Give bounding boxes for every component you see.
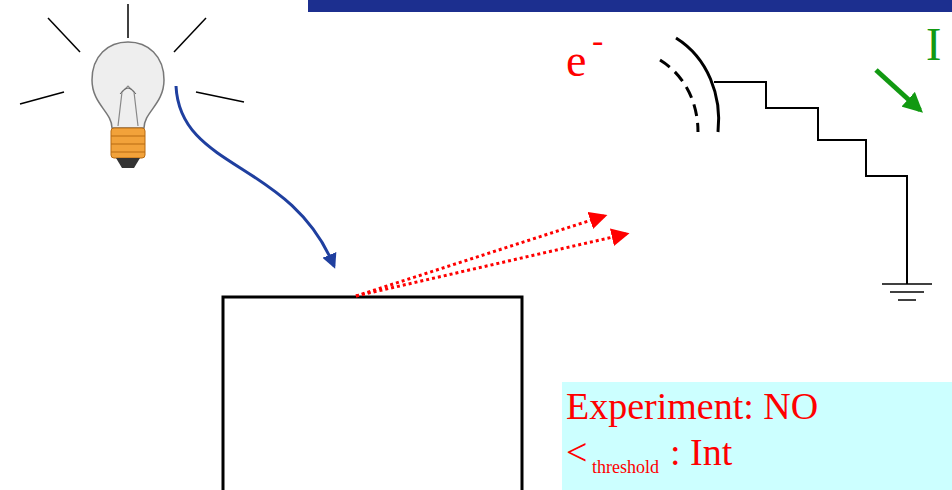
- charge-superscript: -: [592, 22, 603, 59]
- ground-symbol: [882, 284, 932, 300]
- note-text: : Int: [670, 432, 732, 474]
- light-bulb: [92, 42, 164, 168]
- note-subscript: threshold: [592, 458, 659, 478]
- header-bar: [308, 0, 952, 12]
- note-symbol: <: [566, 432, 587, 474]
- electron-symbol: e: [566, 36, 586, 87]
- wire: [714, 82, 907, 284]
- current-arrow: [876, 70, 920, 110]
- metal-block: [223, 297, 522, 490]
- note-heading: Experiment: NO: [566, 386, 818, 428]
- electron-path: [356, 216, 626, 296]
- note-box: Experiment: NO<threshold : Int: [562, 382, 952, 490]
- light-arrow: [176, 86, 334, 266]
- collector-grid: [660, 60, 698, 132]
- collector-electrode: [676, 38, 719, 132]
- current-label: I: [926, 20, 941, 71]
